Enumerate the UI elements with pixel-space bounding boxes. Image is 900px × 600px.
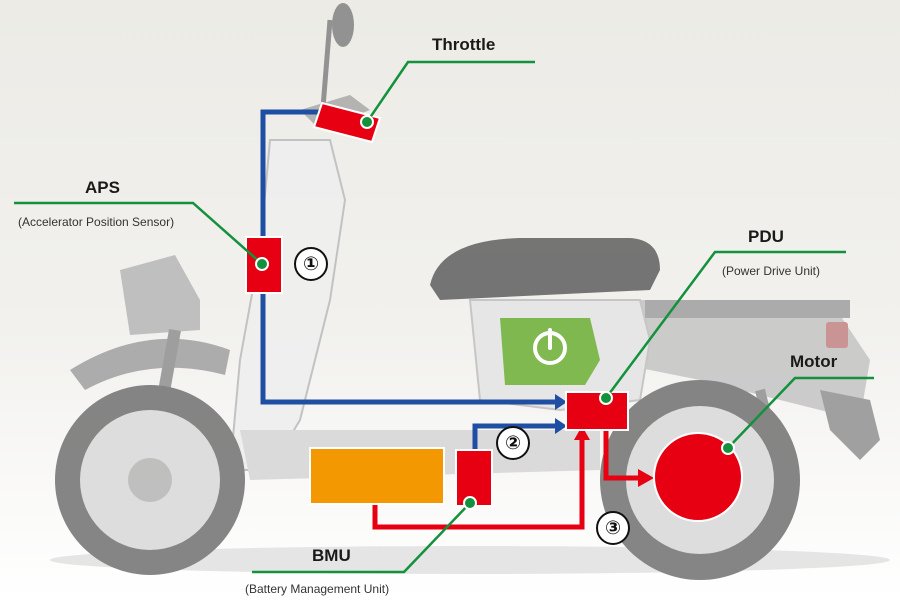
bmu-label: BMU (312, 546, 351, 565)
signal-line-bmu (472, 423, 555, 450)
power-lines (372, 428, 638, 530)
front-hub (128, 458, 172, 502)
dot-throttle (360, 115, 374, 129)
leader-line-motor (727, 376, 874, 449)
dot-motor (721, 441, 735, 455)
signal-arrow-2 (555, 418, 567, 434)
grab-rail (645, 300, 850, 318)
rear-fender (820, 390, 880, 460)
throttle-block (312, 101, 382, 144)
motor-block (653, 432, 743, 522)
power-line-motor (603, 428, 638, 481)
leader-line-aps (14, 201, 263, 265)
leader-line-throttle (365, 60, 535, 123)
dot-aps (255, 257, 269, 271)
headlight (120, 255, 200, 335)
bmu-block (455, 449, 493, 507)
seat (430, 238, 660, 300)
leg-shield (228, 139, 347, 471)
leader-line-pdu (604, 250, 846, 399)
leader-lines (14, 60, 874, 574)
pdu-sublabel: (Power Drive Unit) (722, 264, 821, 278)
power-arrow-up (574, 426, 590, 440)
power-badge (500, 318, 600, 385)
step-marker-2: ② (496, 426, 530, 460)
tail-light (826, 322, 848, 348)
signal-arrow-1 (555, 394, 567, 410)
aps-label: APS (85, 178, 120, 197)
leader-dots (255, 115, 735, 510)
dot-pdu (599, 391, 613, 405)
pdu-label: PDU (748, 227, 784, 246)
power-line-battery (372, 440, 585, 530)
mirror (332, 3, 354, 47)
aps-sublabel: (Accelerator Position Sensor) (18, 215, 175, 229)
bmu-sublabel: (Battery Management Unit) (245, 582, 390, 596)
rear-body (600, 300, 870, 420)
throttle-label: Throttle (432, 35, 496, 54)
pdu-block (565, 391, 629, 431)
leader-line-bmu (252, 502, 471, 574)
power-arrow-right (638, 469, 654, 487)
motor-label: Motor (790, 352, 838, 371)
step-marker-3: ③ (596, 511, 630, 545)
battery-block (309, 447, 445, 505)
front-fender (70, 338, 230, 390)
step-marker-1: ① (294, 247, 328, 281)
dot-bmu (463, 496, 477, 510)
